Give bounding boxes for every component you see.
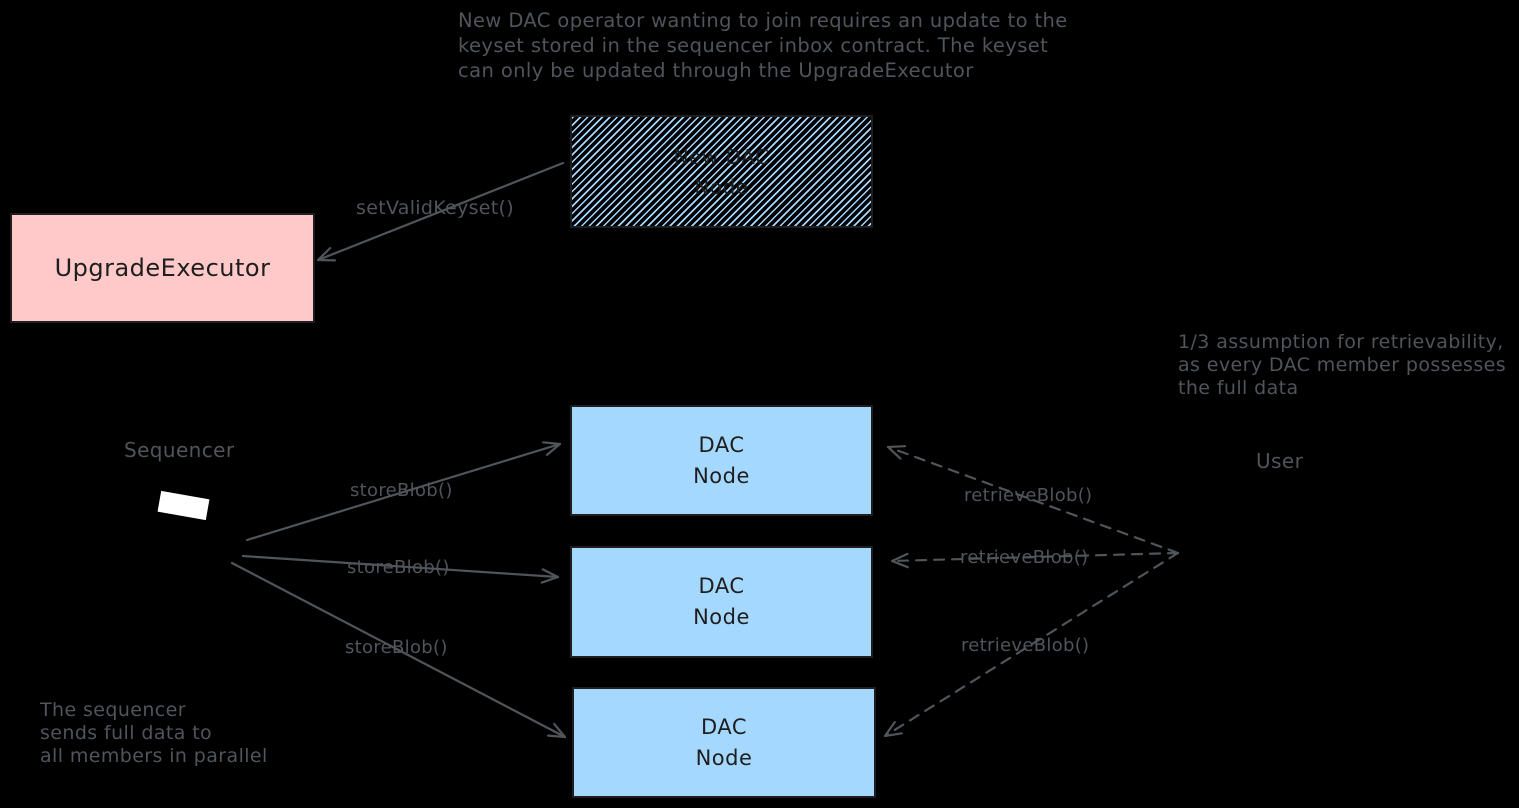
setvalidkeyset-edge-label: setValidKeyset() <box>356 197 514 219</box>
new-dac-node-label: New DAC Node <box>673 144 770 199</box>
storeblob-edge-label-1: storeBlob() <box>350 480 453 501</box>
dac-node-box-3: DAC Node <box>572 687 876 798</box>
arrow-retrieveblob-2-head <box>890 552 909 569</box>
dac-node-box-1: DAC Node <box>570 405 873 516</box>
arrow-retrieveblob-1 <box>886 445 1180 555</box>
assumption-note: 1/3 assumption for retrievability, as ev… <box>1178 331 1507 399</box>
retrieveblob-edge-label-3: retrieveBlob() <box>961 635 1090 656</box>
arrow-retrieveblob-1-head <box>886 445 907 460</box>
storeblob-edge-label-3: storeBlob() <box>345 637 448 658</box>
arrow-setvalidkeyset-head <box>316 247 337 262</box>
user-label: User <box>1256 449 1304 473</box>
arrow-storeblob-2-head <box>540 568 560 584</box>
retrieveblob-edge-label-1: retrieveBlob() <box>964 485 1093 506</box>
arrow-storeblob-1-head <box>541 441 562 456</box>
new-dac-node-box: New DAC Node <box>570 115 873 228</box>
arrow-retrieveblob-3-head <box>883 720 903 738</box>
dac-node-label-3: DAC Node <box>695 714 753 770</box>
arrow-storeblob-1 <box>245 442 562 542</box>
arrow-retrieveblob-2 <box>890 551 1180 563</box>
arrow-storeblob-2 <box>241 554 560 579</box>
sequencer-label: Sequencer <box>124 438 235 462</box>
arrow-setvalidkeyset <box>316 161 565 262</box>
retrieveblob-edge-label-2: retrieveBlob() <box>960 547 1089 568</box>
dac-node-box-2: DAC Node <box>570 546 873 658</box>
parallel-note: The sequencer sends full data to all mem… <box>40 699 268 767</box>
storeblob-edge-label-2: storeBlob() <box>347 557 450 578</box>
upgrade-executor-label: UpgradeExecutor <box>54 254 271 282</box>
dac-node-label-2: DAC Node <box>693 574 750 629</box>
arrow-storeblob-3-head <box>546 722 567 739</box>
upgrade-executor-box: UpgradeExecutor <box>10 213 315 323</box>
arrow-retrieveblob-3 <box>883 551 1180 738</box>
arrow-storeblob-3 <box>230 561 567 739</box>
dac-node-label-1: DAC Node <box>693 432 750 488</box>
top-note: New DAC operator wanting to join require… <box>458 9 1068 82</box>
